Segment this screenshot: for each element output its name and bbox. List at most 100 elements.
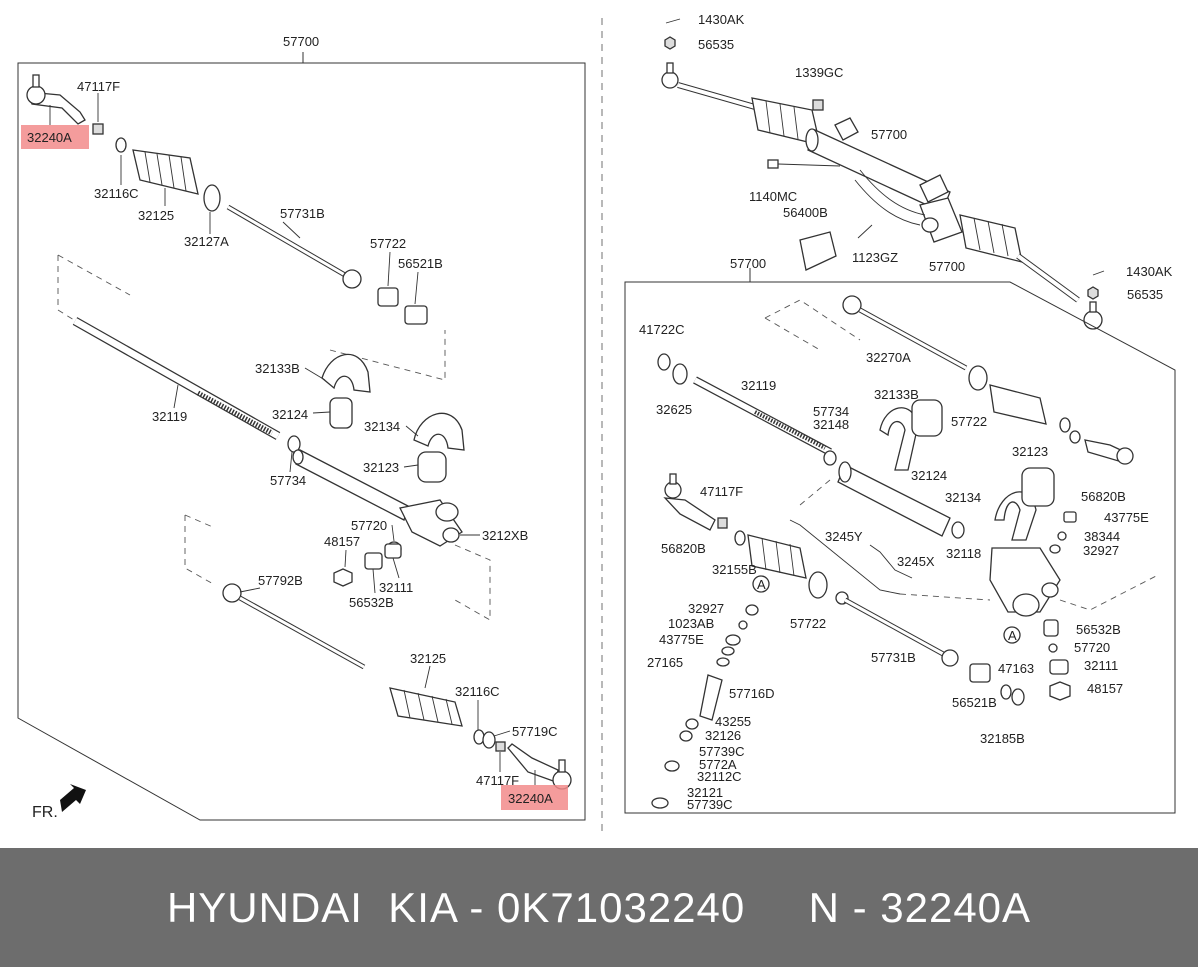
label: 32133B	[255, 361, 300, 376]
parts-diagram: 57700 47117F 32240A 32116C 32125 32127A …	[17, 12, 1176, 835]
label: 32116C	[455, 684, 500, 699]
label: 3245Y	[825, 529, 863, 544]
part-number-banner: HYUNDAI KIA - 0K71032240 N - 32240A	[0, 848, 1198, 967]
mount-32134-left	[413, 412, 465, 483]
label: 57700	[871, 127, 907, 142]
label: 57720	[1074, 640, 1110, 655]
label: 1339GC	[795, 65, 843, 80]
label: 32124	[911, 468, 947, 483]
banner-text: HYUNDAI KIA - 0K71032240 N - 32240A	[166, 883, 1032, 931]
label: 32118	[946, 546, 981, 561]
label: 57731B	[871, 650, 916, 665]
highlight-32240a-bottom	[501, 785, 568, 810]
label: 32125	[410, 651, 446, 666]
label: 56820B	[661, 541, 706, 556]
nut-48157-left	[333, 568, 353, 587]
assembly-exploded-right	[651, 295, 1159, 809]
yoke-56532b-left	[364, 552, 383, 570]
clip-57719c	[482, 731, 496, 749]
tie-rod-end-left-top	[26, 74, 86, 125]
label: 32625	[656, 402, 692, 417]
label: 47117F	[700, 484, 743, 499]
dash-6	[454, 544, 491, 621]
label: 57722	[951, 414, 987, 429]
label: 32125	[138, 208, 174, 223]
label: 57731B	[280, 206, 325, 221]
label: 56532B	[1076, 622, 1121, 637]
label: 32116C	[94, 186, 139, 201]
label: 27165	[647, 655, 683, 670]
label: A	[757, 577, 766, 592]
label: 32927	[688, 601, 724, 616]
label: 56535	[698, 37, 734, 52]
label: 43775E	[1104, 510, 1149, 525]
label: 1023AB	[668, 616, 714, 631]
label: 57719C	[512, 724, 558, 739]
label: 57734	[270, 473, 306, 488]
dash-4	[184, 514, 216, 529]
label: 3245X	[897, 554, 935, 569]
label: 32123	[1012, 444, 1048, 459]
label: 32185B	[980, 731, 1025, 746]
label: 32155B	[712, 562, 757, 577]
label: 43775E	[659, 632, 704, 647]
left-leaders	[49, 93, 536, 785]
label: 32270A	[866, 350, 911, 365]
nut-32116c-left	[115, 137, 127, 153]
label: 1140MC	[749, 189, 797, 204]
label: 57734	[813, 404, 849, 419]
label: 3212XB	[482, 528, 528, 543]
label: 32134	[364, 419, 400, 434]
label: 57700	[730, 256, 766, 271]
label: 32126	[705, 728, 741, 743]
label: 57739C	[687, 797, 733, 812]
label: 32112C	[697, 769, 742, 784]
label: 1430AK	[698, 12, 745, 27]
label: 48157	[324, 534, 360, 549]
label: 47117F	[77, 79, 120, 94]
label: 32111	[1084, 658, 1118, 673]
label: 1430AK	[1126, 264, 1173, 279]
label: 43255	[715, 714, 751, 729]
nut-47117f-left	[92, 123, 104, 135]
label: 56820B	[1081, 489, 1126, 504]
nut-47117f-bottom	[495, 741, 506, 752]
label: 5772A	[699, 757, 737, 772]
boot-32125-bottom	[389, 687, 463, 727]
label: 57720	[351, 518, 387, 533]
label: 56521B	[952, 695, 997, 710]
label: 32124	[272, 407, 308, 422]
label: 32134	[945, 490, 981, 505]
inner-tie-rod-57792b	[222, 583, 366, 670]
label: 47117F	[476, 773, 519, 788]
inner-tie-rod-57731b	[226, 204, 362, 289]
label: 32127A	[184, 234, 229, 249]
label: 32119	[152, 409, 187, 424]
label: 32240A	[508, 791, 553, 806]
dash-2	[57, 255, 91, 331]
bush-56521b-left	[404, 305, 428, 325]
dash-5	[184, 515, 216, 586]
rack-32119-left	[72, 317, 281, 440]
rack-housing-left	[292, 449, 463, 547]
label: 32148	[813, 417, 849, 432]
label: 41722C	[639, 322, 685, 337]
label: 47163	[998, 661, 1034, 676]
label: 32123	[363, 460, 399, 475]
label: 57739C	[699, 744, 745, 759]
label: 32121	[687, 785, 723, 800]
label: 57792B	[258, 573, 303, 588]
assembly-top-right	[661, 18, 1105, 330]
boot-32125-top	[132, 149, 199, 195]
label: 32119	[741, 378, 776, 393]
left-frame	[17, 62, 586, 821]
label: 57722	[790, 616, 826, 631]
label: 32927	[1083, 543, 1119, 558]
label: A	[1008, 628, 1017, 643]
label: 32240A	[27, 130, 72, 145]
label: 56521B	[398, 256, 443, 271]
ring-32127a	[203, 184, 221, 212]
mount-32133b-left	[321, 353, 371, 429]
label: 57700	[283, 34, 319, 49]
label: 32133B	[874, 387, 919, 402]
